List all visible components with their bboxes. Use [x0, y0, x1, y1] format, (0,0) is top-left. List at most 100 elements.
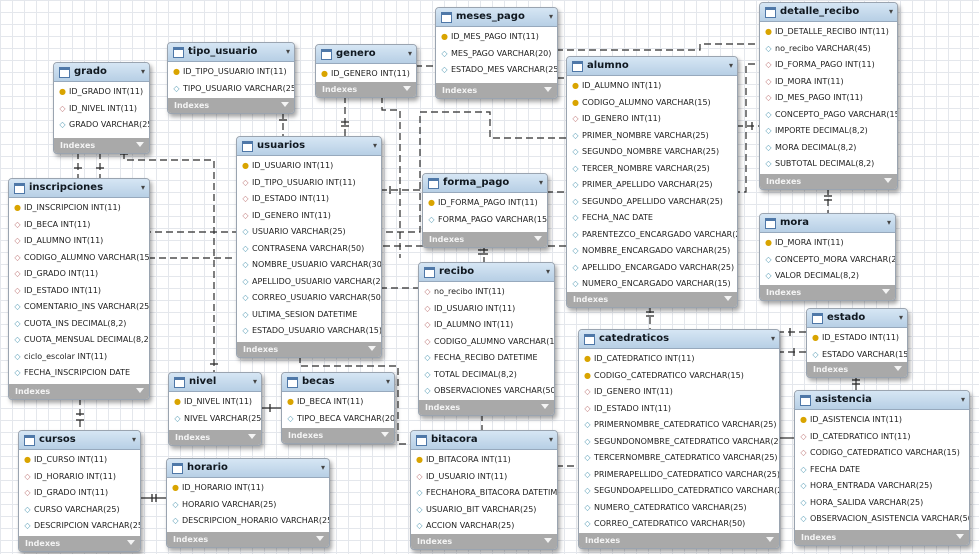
collapse-chevron-icon[interactable]: ▾ — [285, 47, 290, 56]
expand-triangle-icon[interactable] — [368, 346, 376, 351]
expand-triangle-icon[interactable] — [316, 536, 324, 541]
table-bitacora[interactable]: bitacora▾ ●ID_BITACORA INT(11)◇ID_USUARIO… — [410, 430, 558, 550]
expand-triangle-icon[interactable] — [403, 86, 411, 91]
table-tipo-usuario[interactable]: tipo_usuario▾●ID_TIPO_USUARIO INT(11)◇TI… — [167, 42, 295, 114]
column-row[interactable]: ◇PRIMERNOMBRE_CATEDRATICO VARCHAR(25) — [579, 417, 779, 434]
column-row[interactable]: ◇FECHA DATE — [795, 462, 969, 479]
column-row[interactable]: ◇MES_PAGO VARCHAR(20) — [436, 46, 557, 63]
expand-triangle-icon[interactable] — [541, 404, 549, 409]
collapse-chevron-icon[interactable]: ▾ — [548, 435, 553, 444]
column-row[interactable]: ◇ESTADO VARCHAR(15) — [807, 347, 907, 364]
column-row[interactable]: ●ID_DETALLE_RECIBO INT(11) — [760, 24, 897, 41]
indexes-section[interactable]: Indexes — [316, 82, 416, 97]
collapse-chevron-icon[interactable]: ▾ — [538, 178, 543, 187]
column-row[interactable]: ◇CORREO_CATEDRATICO VARCHAR(50) — [579, 516, 779, 533]
table-forma-pago[interactable]: forma_pago▾●ID_FORMA_PAGO INT(11)◇FORMA_… — [422, 173, 548, 248]
table-alumno[interactable]: alumno▾●ID_ALUMNO INT(11)●CODIGO_ALUMNO … — [566, 56, 738, 308]
indexes-section[interactable]: Indexes — [282, 428, 394, 443]
column-row[interactable]: ◇CUOTA_MENSUAL DECIMAL(8,2) — [9, 332, 149, 349]
column-row[interactable]: ◇ULTIMA_SESION DATETIME — [237, 307, 381, 324]
column-row[interactable]: ◇ACCION VARCHAR(25) — [411, 518, 557, 535]
column-row[interactable]: ◇ID_NIVEL INT(11) — [54, 101, 149, 118]
table-header[interactable]: bitacora▾ — [411, 431, 557, 450]
table-usuarios[interactable]: usuarios▾●ID_USUARIO INT(11)◇ID_TIPO_USU… — [236, 136, 382, 358]
column-row[interactable]: ◇no_recibo INT(11) — [419, 284, 554, 301]
column-row[interactable]: ◇FECHAHORA_BITACORA DATETIME — [411, 485, 557, 502]
collapse-chevron-icon[interactable]: ▾ — [545, 267, 550, 276]
column-row[interactable]: ◇PARENTEZCO_ENCARGADO VARCHAR(25) — [567, 227, 737, 244]
table-header[interactable]: forma_pago▾ — [423, 174, 547, 193]
indexes-section[interactable]: Indexes — [423, 232, 547, 247]
column-row[interactable]: ◇NUMERO_CATEDRATICO VARCHAR(25) — [579, 500, 779, 517]
collapse-chevron-icon[interactable]: ▾ — [960, 395, 965, 404]
column-row[interactable]: ●ID_CATEDRATICO INT(11) — [579, 351, 779, 368]
indexes-section[interactable]: Indexes — [419, 400, 554, 415]
column-row[interactable]: ◇ID_GRADO INT(11) — [19, 485, 140, 502]
table-header[interactable]: recibo▾ — [419, 263, 554, 282]
column-row[interactable]: ◇no_recibo VARCHAR(45) — [760, 41, 897, 58]
indexes-section[interactable]: Indexes — [579, 533, 779, 548]
indexes-section[interactable]: Indexes — [19, 536, 140, 551]
column-row[interactable]: ●ID_ESTADO INT(11) — [807, 330, 907, 347]
collapse-chevron-icon[interactable]: ▾ — [728, 61, 733, 70]
column-row[interactable]: ●ID_GRADO INT(11) — [54, 84, 149, 101]
collapse-chevron-icon[interactable]: ▾ — [385, 377, 390, 386]
column-row[interactable]: ◇ID_ALUMNO INT(11) — [9, 233, 149, 250]
column-row[interactable]: ◇TERCER_NOMBRE VARCHAR(25) — [567, 161, 737, 178]
table-header[interactable]: tipo_usuario▾ — [168, 43, 294, 62]
table-header[interactable]: nivel▾ — [169, 373, 261, 392]
column-row[interactable]: ◇NOMBRE_USUARIO VARCHAR(30) — [237, 257, 381, 274]
column-row[interactable]: ◇TERCERNOMBRE_CATEDRATICO VARCHAR(25) — [579, 450, 779, 467]
column-row[interactable]: ◇NUMERO_ENCARGADO VARCHAR(15) — [567, 276, 737, 293]
table-header[interactable]: horario▾ — [167, 459, 329, 478]
column-row[interactable]: ◇ID_USUARIO INT(11) — [419, 301, 554, 318]
table-header[interactable]: grado▾ — [54, 63, 149, 82]
indexes-section[interactable]: Indexes — [760, 174, 897, 189]
column-row[interactable]: ◇NOMBRE_ENCARGADO VARCHAR(25) — [567, 243, 737, 260]
column-row[interactable]: ●ID_TIPO_USUARIO INT(11) — [168, 64, 294, 81]
collapse-chevron-icon[interactable]: ▾ — [886, 218, 891, 227]
expand-triangle-icon[interactable] — [127, 540, 135, 545]
column-row[interactable]: ●ID_MES_PAGO INT(11) — [436, 29, 557, 46]
column-row[interactable]: ◇ID_GENERO INT(11) — [237, 208, 381, 225]
column-row[interactable]: ◇DESCRIPCION VARCHAR(25) — [19, 518, 140, 535]
column-row[interactable]: ◇TOTAL DECIMAL(8,2) — [419, 367, 554, 384]
expand-triangle-icon[interactable] — [248, 434, 256, 439]
expand-triangle-icon[interactable] — [534, 236, 542, 241]
table-nivel[interactable]: nivel▾●ID_NIVEL INT(11)◇NIVEL VARCHAR(25… — [168, 372, 262, 446]
table-estado[interactable]: estado▾ ●ID_ESTADO INT(11)◇ESTADO VARCHAR… — [806, 308, 908, 378]
column-row[interactable]: ◇ESTADO_USUARIO VARCHAR(15) — [237, 323, 381, 340]
collapse-chevron-icon[interactable]: ▾ — [252, 377, 257, 386]
collapse-chevron-icon[interactable]: ▾ — [770, 334, 775, 343]
column-row[interactable]: ◇ID_GENERO INT(11) — [567, 111, 737, 128]
collapse-chevron-icon[interactable]: ▾ — [407, 49, 412, 58]
column-row[interactable]: ◇ID_ESTADO INT(11) — [9, 283, 149, 300]
table-becas[interactable]: becas▾●ID_BECA INT(11)◇TIPO_BECA VARCHAR… — [281, 372, 395, 444]
column-row[interactable]: ◇ID_MES_PAGO INT(11) — [760, 90, 897, 107]
table-header[interactable]: estado▾ — [807, 309, 907, 328]
column-row[interactable]: ◇ID_BECA INT(11) — [9, 217, 149, 234]
indexes-section[interactable]: Indexes — [411, 534, 557, 549]
column-row[interactable]: ◇FECHA_NAC DATE — [567, 210, 737, 227]
indexes-section[interactable]: Indexes — [436, 83, 557, 98]
column-row[interactable]: ◇FECHA_INSCRIPCION DATE — [9, 365, 149, 382]
column-row[interactable]: ●ID_ALUMNO INT(11) — [567, 78, 737, 95]
column-row[interactable]: ◇SUBTOTAL DECIMAL(8,2) — [760, 156, 897, 173]
column-row[interactable]: ◇USUARIO_BIT VARCHAR(25) — [411, 502, 557, 519]
table-detalle-recibo[interactable]: detalle_recibo▾●ID_DETALLE_RECIBO INT(11… — [759, 2, 898, 190]
column-row[interactable]: ◇ciclo_escolar INT(11) — [9, 349, 149, 366]
column-row[interactable]: ◇ID_HORARIO INT(11) — [19, 469, 140, 486]
collapse-chevron-icon[interactable]: ▾ — [372, 141, 377, 150]
collapse-chevron-icon[interactable]: ▾ — [140, 67, 145, 76]
column-row[interactable]: ◇ID_USUARIO INT(11) — [411, 469, 557, 486]
indexes-section[interactable]: Indexes — [807, 362, 907, 377]
expand-triangle-icon[interactable] — [766, 537, 774, 542]
column-row[interactable]: ●ID_BITACORA INT(11) — [411, 452, 557, 469]
indexes-section[interactable]: Indexes — [169, 430, 261, 445]
expand-triangle-icon[interactable] — [882, 289, 890, 294]
expand-triangle-icon[interactable] — [724, 296, 732, 301]
table-mora[interactable]: mora▾●ID_MORA INT(11)◇CONCEPTO_MORA VARC… — [759, 213, 896, 301]
indexes-section[interactable]: Indexes — [760, 285, 895, 300]
column-row[interactable]: ●CODIGO_CATEDRATICO VARCHAR(15) — [579, 368, 779, 385]
column-row[interactable]: ●ID_BECA INT(11) — [282, 394, 394, 411]
